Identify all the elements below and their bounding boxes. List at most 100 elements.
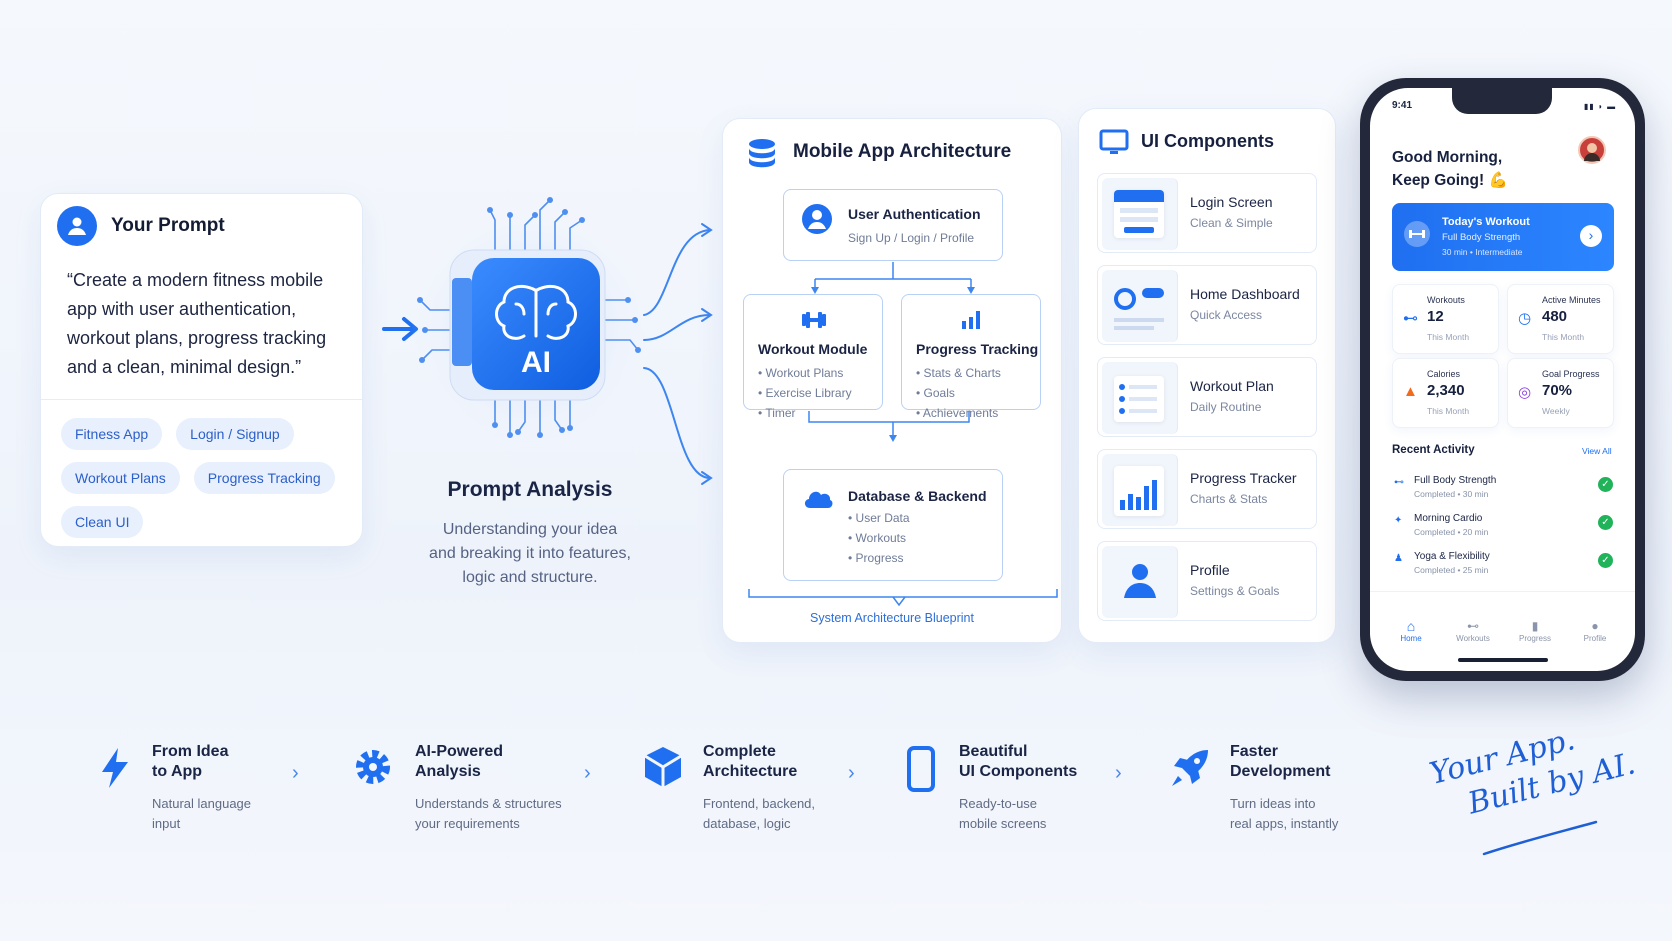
component-name: Progress Tracker xyxy=(1190,470,1297,486)
phone-screen: 9:41 ▮▮ ◗ ▬ Good Morning, Keep Going! 💪 … xyxy=(1370,88,1635,671)
cube-icon xyxy=(642,744,684,795)
todays-workout-card[interactable]: Today's Workout Full Body Strength 30 mi… xyxy=(1392,203,1614,271)
stat-label: Goal Progress xyxy=(1542,369,1600,379)
home-dashboard-thumbnail xyxy=(1102,270,1178,342)
node-progress-tracking[interactable]: Progress Tracking • Stats & Charts • Goa… xyxy=(901,294,1041,420)
node-title: Database & Backend xyxy=(848,488,987,504)
feature-title-line: UI Components xyxy=(959,763,1078,780)
bar-chart-icon xyxy=(962,311,980,329)
stat-card-workouts[interactable]: ⊷ Workouts 12 This Month xyxy=(1392,284,1499,354)
tag-chip[interactable]: Clean UI xyxy=(61,506,144,538)
tagline: Your App. Built by AI. xyxy=(1426,708,1639,830)
node-user-authentication[interactable]: User Authentication Sign Up / Login / Pr… xyxy=(783,189,1003,261)
tab-home[interactable]: ⌂ Home xyxy=(1386,618,1436,643)
analysis-desc-line: and breaking it into features, xyxy=(429,545,631,562)
stat-card-goal-progress[interactable]: ◎ Goal Progress 70% Weekly xyxy=(1507,358,1614,428)
node-items: • Stats & Charts • Goals • Achievements xyxy=(916,363,1001,423)
stat-card-calories[interactable]: ▲ Calories 2,340 This Month xyxy=(1392,358,1499,428)
profile-thumbnail xyxy=(1102,546,1178,618)
chevron-right-icon: › xyxy=(292,762,299,784)
feature-desc-line: Frontend, backend, xyxy=(703,796,816,811)
node-item: • Progress xyxy=(848,551,904,565)
component-progress-tracker[interactable]: Progress Tracker Charts & Stats xyxy=(1097,449,1317,529)
component-profile[interactable]: Profile Settings & Goals xyxy=(1097,541,1317,621)
check-icon: ✓ xyxy=(1598,553,1613,568)
feature-desc-line: Turn ideas into xyxy=(1230,796,1316,811)
component-name: Login Screen xyxy=(1190,194,1273,210)
node-item: • Stats & Charts xyxy=(916,366,1001,380)
ai-chip-label: AI xyxy=(521,346,551,379)
view-all-link[interactable]: View All xyxy=(1582,446,1612,456)
workout-plan-thumbnail xyxy=(1102,362,1178,434)
activity-meta: Completed • 25 min xyxy=(1414,565,1489,575)
chevron-right-icon[interactable]: › xyxy=(1580,225,1602,247)
check-icon: ✓ xyxy=(1598,515,1613,530)
todays-workout-label: Today's Workout xyxy=(1442,216,1530,228)
tab-workouts[interactable]: ⊷ Workouts xyxy=(1448,618,1498,643)
status-time: 9:41 xyxy=(1392,100,1413,111)
connector-arrows xyxy=(643,223,713,485)
stat-card-active-minutes[interactable]: ◷ Active Minutes 480 This Month xyxy=(1507,284,1614,354)
component-subtitle: Settings & Goals xyxy=(1190,584,1280,598)
feature-desc-line: input xyxy=(152,816,181,831)
component-workout-plan[interactable]: Workout Plan Daily Routine xyxy=(1097,357,1317,437)
todays-workout-name: Full Body Strength xyxy=(1442,232,1521,243)
stat-value: 12 xyxy=(1427,308,1444,325)
tab-label: Workouts xyxy=(1456,634,1490,643)
activity-row[interactable]: ♟ Yoga & Flexibility Completed • 25 min … xyxy=(1392,547,1617,581)
target-icon: ◎ xyxy=(1518,384,1532,401)
component-home-dashboard[interactable]: Home Dashboard Quick Access xyxy=(1097,265,1317,345)
tag-chip[interactable]: Progress Tracking xyxy=(193,462,335,494)
node-item: • Workouts xyxy=(848,531,906,545)
component-name: Home Dashboard xyxy=(1190,286,1300,302)
tag-chip[interactable]: Login / Signup xyxy=(176,418,294,450)
node-workout-module[interactable]: Workout Module • Workout Plans • Exercis… xyxy=(743,294,883,420)
component-login-screen[interactable]: Login Screen Clean & Simple xyxy=(1097,173,1317,253)
prompt-text: “Create a modern fitness mobile app with… xyxy=(67,270,327,377)
ai-processor: AI xyxy=(400,190,660,450)
activity-name: Morning Cardio xyxy=(1414,513,1483,524)
tag-chip[interactable]: Fitness App xyxy=(61,418,163,450)
gear-icon xyxy=(352,746,394,793)
feature-title-line: Architecture xyxy=(703,763,798,780)
node-title: Progress Tracking xyxy=(916,341,1039,357)
activity-row[interactable]: ⊷ Full Body Strength Completed • 30 min … xyxy=(1392,471,1617,505)
dumbbell-icon: ⊷ xyxy=(1403,310,1418,327)
tab-progress[interactable]: ▮ Progress xyxy=(1510,618,1560,643)
node-database-backend[interactable]: Database & Backend • User Data • Workout… xyxy=(783,469,1003,581)
greeting-line: Keep Going! 💪 xyxy=(1392,172,1508,189)
node-item: • Exercise Library xyxy=(758,386,852,400)
tab-profile[interactable]: ● Profile xyxy=(1570,618,1620,643)
avatar[interactable] xyxy=(1578,136,1606,164)
prompt-header: Your Prompt xyxy=(57,206,225,246)
user-icon xyxy=(802,204,832,234)
analysis-desc-line: Understanding your idea xyxy=(442,521,618,538)
prompt-title: Your Prompt xyxy=(111,215,225,236)
feature-title-line: Beautiful xyxy=(959,743,1028,760)
component-subtitle: Quick Access xyxy=(1190,308,1263,322)
architecture-connectors xyxy=(748,262,1058,607)
component-subtitle: Daily Routine xyxy=(1190,400,1262,414)
progress-tracker-thumbnail xyxy=(1102,454,1178,526)
activity-row[interactable]: ✦ Morning Cardio Completed • 20 min ✓ xyxy=(1392,509,1617,543)
node-item: • Workout Plans xyxy=(758,366,844,380)
ui-components-card: UI Components Login Screen Clean & Simpl… xyxy=(1078,108,1336,643)
home-icon: ⌂ xyxy=(1406,618,1416,634)
stat-sub: Weekly xyxy=(1542,406,1570,416)
feature-title-line: to App xyxy=(152,763,203,780)
dumbbell-icon: ⊷ xyxy=(1394,477,1404,488)
stat-value: 480 xyxy=(1542,308,1568,325)
divider xyxy=(41,399,362,400)
recent-activity-title: Recent Activity xyxy=(1392,444,1475,456)
node-items: • User Data • Workouts • Progress xyxy=(848,508,910,568)
tag-chip[interactable]: Workout Plans xyxy=(61,462,180,494)
dumbbell-icon xyxy=(802,312,826,328)
component-name: Workout Plan xyxy=(1190,378,1274,394)
chevron-right-icon: › xyxy=(848,762,855,784)
